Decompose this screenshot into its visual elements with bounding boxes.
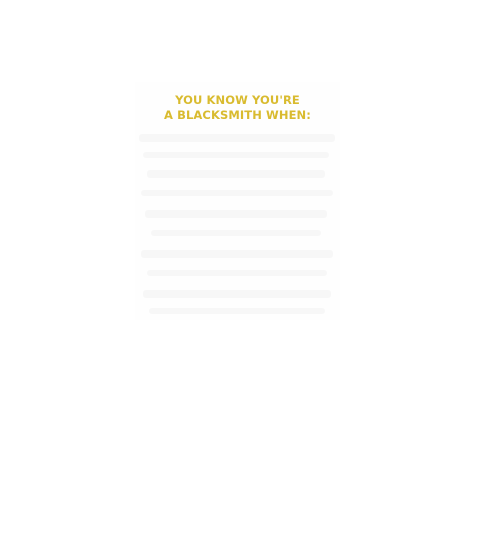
shirt-design: YOU KNOW YOU'RE A BLACKSMITH WHEN:	[135, 82, 340, 320]
headline-line-1: YOU KNOW YOU'RE	[175, 93, 300, 107]
headline-line-2: A BLACKSMITH WHEN:	[164, 108, 311, 122]
design-artwork	[135, 82, 340, 320]
headline: YOU KNOW YOU'RE A BLACKSMITH WHEN:	[135, 93, 340, 123]
